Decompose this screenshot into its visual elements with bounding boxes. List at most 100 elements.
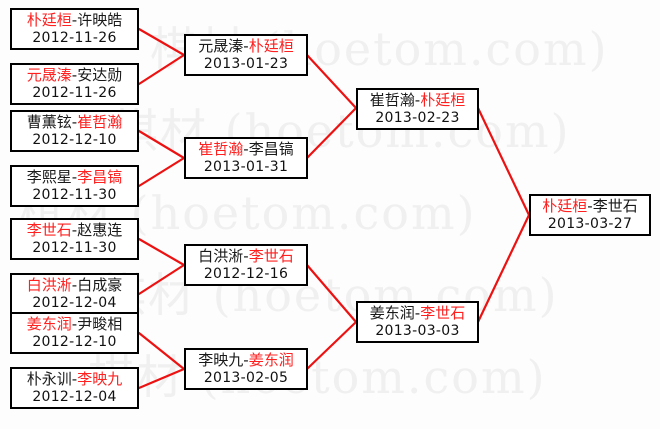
- match-players: 姜东润-尹畯相: [27, 316, 122, 333]
- match-players: 朴永训-李映九: [27, 371, 122, 388]
- connector-line: [137, 367, 186, 390]
- match-players: 元晟溱-朴廷桓: [198, 38, 293, 55]
- player-left: 曹薫铉: [26, 113, 72, 132]
- player-right: 姜东润: [248, 351, 294, 370]
- vs-separator: -: [71, 11, 78, 30]
- connector-line: [137, 156, 186, 188]
- match-players: 曹薫铉-崔哲瀚: [27, 114, 122, 131]
- connector-line: [476, 106, 531, 217]
- player-right: 朴廷桓: [420, 91, 466, 110]
- player-left: 姜东润: [26, 315, 72, 334]
- match-players: 朴廷桓-李世石: [542, 198, 637, 215]
- vs-separator: -: [71, 221, 78, 240]
- connector-line: [305, 320, 358, 371]
- vs-separator: -: [587, 197, 593, 216]
- player-left: 崔哲瀚: [198, 140, 244, 159]
- match-date: 2013-01-31: [203, 158, 289, 175]
- player-right: 李昌镐: [248, 140, 294, 159]
- connector-line: [137, 129, 186, 160]
- player-left: 李世石: [26, 221, 72, 240]
- match-date: 2013-03-03: [375, 322, 460, 339]
- vs-separator: -: [414, 304, 421, 323]
- player-left: 元晟溱: [198, 37, 244, 56]
- match-date: 2012-11-26: [32, 29, 117, 46]
- vs-separator: -: [243, 37, 249, 56]
- match-players: 元晟溱-安达勋: [27, 67, 122, 84]
- vs-separator: -: [71, 370, 78, 389]
- match-date: 2013-03-27: [547, 215, 633, 232]
- match-players: 李世石-赵惠连: [27, 222, 122, 239]
- player-left: 白洪淅: [198, 247, 244, 266]
- player-right: 朴廷桓: [248, 37, 294, 56]
- connector-line: [305, 53, 358, 110]
- match-date: 2013-02-23: [375, 109, 460, 126]
- connector-line: [476, 213, 531, 324]
- vs-separator: -: [71, 276, 78, 295]
- watermark-text: 棋材 (hoetom.com): [112, 104, 571, 158]
- player-left: 崔哲瀚: [369, 91, 415, 110]
- player-right: 李昌镐: [77, 168, 123, 187]
- connector-line: [137, 331, 186, 371]
- player-left: 李映九: [198, 351, 244, 370]
- match-date: 2013-02-05: [203, 369, 289, 386]
- player-left: 李熙星: [26, 168, 72, 187]
- player-left: 元晟溱: [26, 66, 72, 85]
- match-date: 2012-11-30: [32, 239, 117, 256]
- vs-separator: -: [243, 140, 249, 159]
- match-date: 2012-12-10: [32, 131, 117, 148]
- vs-separator: -: [71, 315, 78, 334]
- match-players: 李映九-姜东润: [198, 352, 293, 369]
- player-right: 李世石: [248, 247, 294, 266]
- player-right: 安达勋: [77, 66, 123, 85]
- match-players: 姜东润-李世石: [370, 305, 465, 322]
- connector-line: [137, 263, 186, 296]
- match-date: 2013-01-23: [203, 55, 289, 72]
- connector-line: [305, 106, 358, 160]
- player-left: 朴永训: [26, 370, 72, 389]
- player-left: 朴廷桓: [26, 11, 72, 30]
- player-right: 李世石: [420, 304, 466, 323]
- player-right: 李映九: [77, 370, 123, 389]
- vs-separator: -: [414, 91, 421, 110]
- match-players: 崔哲瀚-朴廷桓: [370, 92, 465, 109]
- match-date: 2012-12-04: [32, 294, 117, 311]
- watermark-text: 棋材 (hoetom.com): [100, 268, 559, 322]
- match-players: 李熙星-李昌镐: [27, 169, 122, 186]
- vs-separator: -: [71, 113, 78, 132]
- player-left: 姜东润: [369, 304, 415, 323]
- match-date: 2012-12-16: [203, 265, 289, 282]
- player-right: 赵惠连: [77, 221, 123, 240]
- match-players: 白洪淅-李世石: [198, 248, 293, 265]
- connector-line: [137, 53, 186, 86]
- vs-separator: -: [243, 351, 249, 370]
- player-right: 许映皓: [77, 11, 123, 30]
- vs-separator: -: [71, 168, 78, 187]
- player-right: 李世石: [592, 197, 638, 216]
- watermark-text: 棋材 (hoetom.com): [88, 350, 547, 404]
- match-date: 2012-11-30: [32, 186, 117, 203]
- match-players: 崔哲瀚-李昌镐: [198, 141, 293, 158]
- player-left: 白洪淅: [26, 276, 72, 295]
- match-date: 2012-12-04: [32, 388, 117, 405]
- player-right: 尹畯相: [77, 315, 123, 334]
- vs-separator: -: [71, 66, 78, 85]
- match-date: 2012-11-26: [32, 84, 117, 101]
- match-players: 朴廷桓-许映皓: [27, 12, 122, 29]
- match-players: 白洪淅-白成豪: [27, 277, 122, 294]
